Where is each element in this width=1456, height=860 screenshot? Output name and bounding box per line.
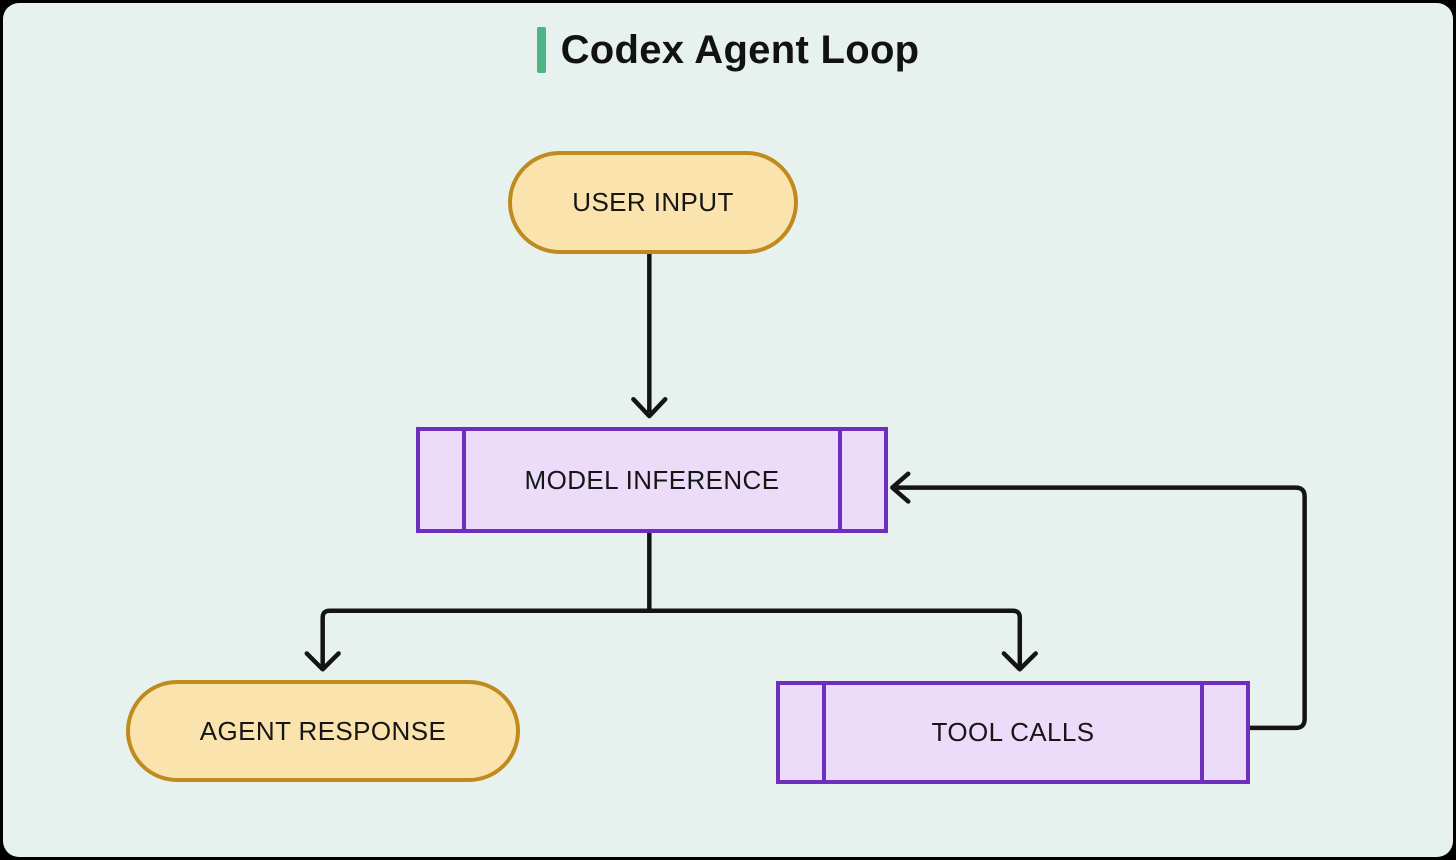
page-title: Codex Agent Loop <box>560 28 920 72</box>
arrowhead-down-icon <box>631 396 668 419</box>
node-tool-calls-label: TOOL CALLS <box>931 717 1095 747</box>
node-user-input-label: USER INPUT <box>572 187 734 217</box>
arrowhead-down-icon <box>304 651 341 672</box>
title-accent-bar-icon <box>536 27 546 73</box>
node-user-input: USER INPUT <box>508 151 798 254</box>
diagram-panel: Codex Agent Loop USER INPUT MODEL INFERE… <box>3 3 1453 857</box>
node-model-inference: MODEL INFERENCE <box>416 427 888 533</box>
title-row: Codex Agent Loop <box>3 27 1453 73</box>
edge-tool-calls-loop-back <box>896 485 1307 731</box>
arrowhead-left-icon <box>890 471 911 504</box>
node-agent-response-label: AGENT RESPONSE <box>199 715 447 746</box>
arrowhead-down-icon <box>1001 651 1038 672</box>
edge-model-inference-branch <box>320 527 1023 667</box>
node-model-inference-label: MODEL INFERENCE <box>524 464 780 495</box>
flow-arrows <box>304 252 1307 731</box>
node-agent-response: AGENT RESPONSE <box>126 680 520 782</box>
node-tool-calls: TOOL CALLS <box>776 681 1250 784</box>
